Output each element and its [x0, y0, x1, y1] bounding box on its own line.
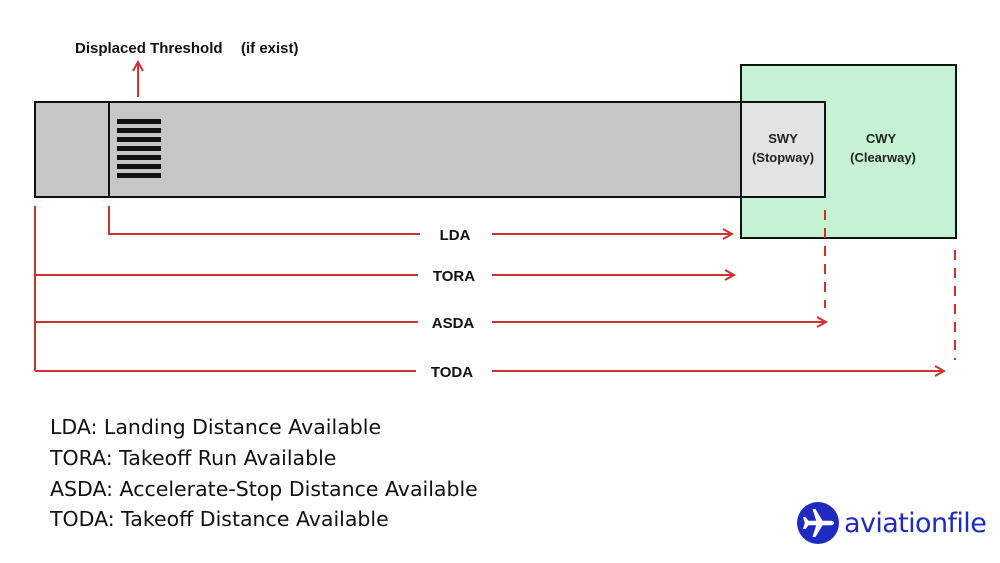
airplane-icon [797, 502, 839, 544]
stopway-name: (Stopway) [752, 150, 814, 165]
stopway-label: SWY [768, 131, 798, 146]
brand-logo: aviationfile [796, 500, 987, 546]
clearway-label: CWY [866, 131, 897, 146]
legend-lda: LDA: Landing Distance Available [50, 415, 382, 439]
legend-toda: TODA: Takeoff Distance Available [50, 507, 389, 532]
stopway-area [740, 101, 826, 198]
toda-label: TODA [431, 364, 473, 381]
asda-label: ASDA [432, 315, 475, 332]
brand-name: aviationfile [844, 507, 987, 539]
legend-tora: TORA: Takeoff Run Available [50, 445, 337, 470]
threshold-markings [117, 119, 161, 178]
legend-asda: ASDA: Accelerate-Stop Distance Available [50, 476, 478, 501]
tora-label: TORA [433, 268, 475, 285]
displaced-threshold-label: Displaced Threshold [75, 40, 223, 57]
lda-label: LDA [440, 227, 471, 244]
clearway-name: (Clearway) [850, 150, 916, 165]
displaced-threshold-note: (if exist) [241, 40, 299, 57]
lda-line-left [108, 206, 420, 235]
legend: LDA: Landing Distance Available TORA: Ta… [50, 412, 478, 535]
